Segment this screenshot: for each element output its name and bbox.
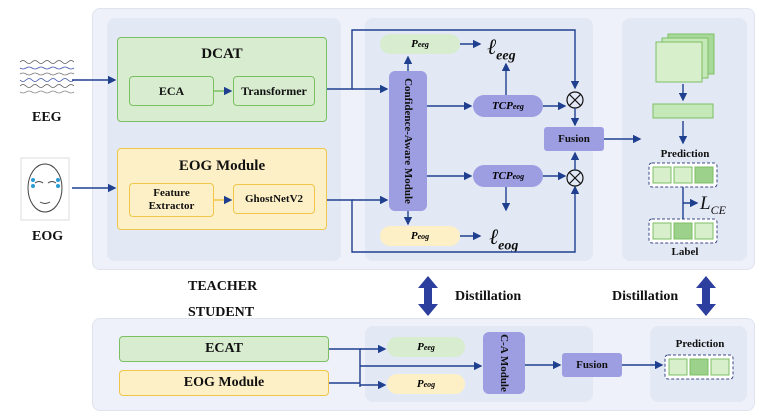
teacher-label-boxes: [648, 218, 718, 244]
student-prediction-label: Prediction: [675, 338, 725, 350]
feature-vector: [652, 103, 714, 119]
p-eog-base: P: [410, 230, 418, 242]
tcp-eog-base: TCP: [491, 170, 513, 182]
l-eog-sub: eog: [498, 238, 519, 254]
ghostnet-box: GhostNetV2: [233, 184, 315, 214]
teacher-fusion-box: Fusion: [544, 127, 604, 151]
l-eog-base: ℓ: [489, 224, 499, 249]
tcp-eeg-base: TCP: [492, 100, 513, 112]
eca-box: ECA: [129, 76, 214, 106]
eeg-label: EEG: [32, 110, 62, 125]
l-eeg-base: ℓ: [487, 34, 497, 59]
student-prediction-boxes: [664, 354, 734, 380]
student-p-eog-base: P: [416, 378, 424, 390]
p-eog-sub: eog: [417, 231, 430, 241]
distillation-label-2: Distillation: [612, 289, 679, 304]
student-ca-module: [483, 332, 525, 394]
multiply-icon: [566, 91, 584, 187]
confidence-aware-module: [389, 71, 427, 211]
transformer-box: Transformer: [233, 76, 315, 106]
eeg-signal-icon: [19, 60, 75, 94]
loss-base: L: [700, 193, 711, 214]
student-fusion-box: Fusion: [562, 353, 622, 377]
student-eog-module-block: EOG Module: [119, 370, 329, 396]
feature-map-stack: [655, 33, 715, 83]
eog-face-icon: [20, 157, 70, 221]
student-label: STUDENT: [188, 305, 255, 320]
distillation-arrow-1: [418, 276, 438, 316]
p-eeg-base: P: [411, 38, 418, 50]
student-p-eeg-sub: eeg: [423, 342, 435, 352]
ecat-block: ECAT: [119, 336, 329, 362]
loss-ce: LCE: [700, 193, 726, 218]
tcp-eeg-sub: eeg: [512, 101, 524, 111]
distillation-arrow-2: [696, 276, 716, 316]
student-p-eeg-base: P: [417, 341, 424, 353]
p-eeg-sub: eeg: [417, 39, 429, 49]
loss-sub: CE: [710, 202, 726, 217]
l-eeg: ℓeeg: [487, 34, 516, 64]
eog-module-title: EOG Module: [178, 157, 266, 174]
feature-extractor-box: Feature Extractor: [129, 183, 214, 217]
teacher-prediction-boxes: [648, 162, 718, 188]
l-eeg-sub: eeg: [496, 48, 516, 64]
distillation-label-1: Distillation: [455, 289, 522, 304]
dcat-title: DCAT: [201, 45, 243, 62]
teacher-prediction-label: Prediction: [660, 148, 710, 160]
l-eog: ℓeog: [489, 224, 518, 254]
student-p-eog-sub: eog: [423, 379, 436, 389]
teacher-label-label: Label: [671, 246, 699, 258]
teacher-label: TEACHER: [188, 279, 258, 294]
eog-label: EOG: [32, 229, 64, 244]
tcp-eog-sub: eog: [512, 171, 525, 181]
